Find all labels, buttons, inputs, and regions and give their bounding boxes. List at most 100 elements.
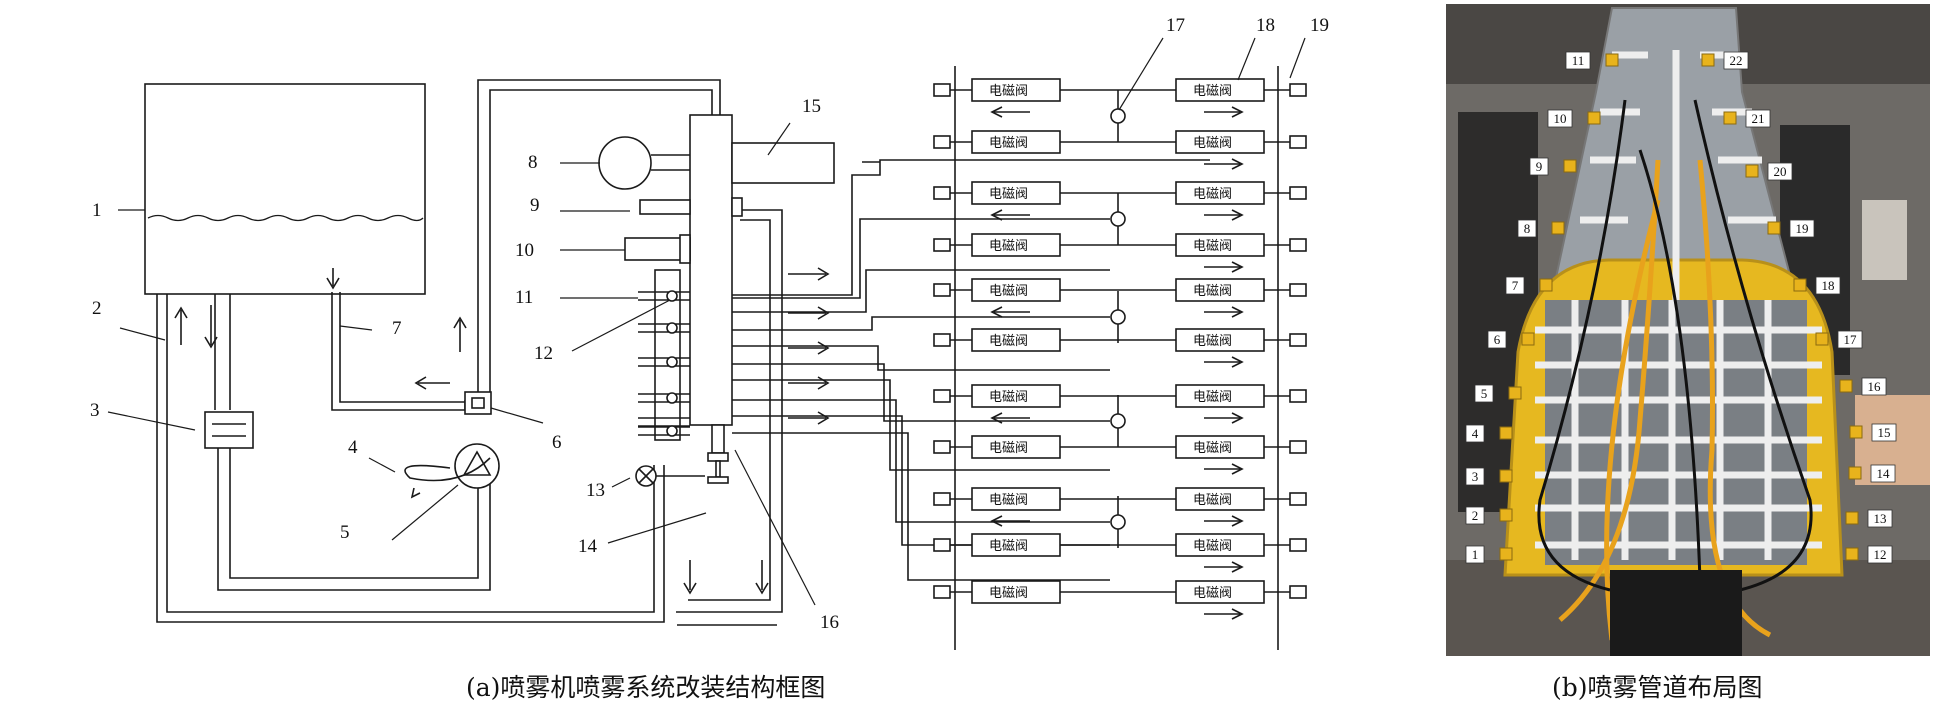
water-tank: [144, 83, 426, 295]
svg-text:8: 8: [1524, 221, 1531, 236]
callout-17: 17: [1166, 15, 1185, 36]
solenoid-valve-label: 电磁阀: [989, 334, 1028, 349]
flow-arrows-right: [788, 267, 830, 425]
nozzle-label-8: 8: [1517, 219, 1537, 238]
solenoid-valve-label: 电磁阀: [1193, 390, 1232, 405]
valve-6: [464, 391, 492, 415]
nozzle-label-18: 18: [1815, 276, 1841, 295]
callout-5: 5: [340, 522, 350, 543]
callout-2: 2: [92, 298, 102, 319]
nozzle-label-21: 21: [1745, 109, 1771, 128]
svg-text:18: 18: [1822, 278, 1835, 293]
solenoid-valve-label: 电磁阀: [1193, 187, 1232, 202]
nozzle-label-13: 13: [1867, 509, 1893, 528]
svg-text:17: 17: [1844, 332, 1858, 347]
solenoid-valve-label: 电磁阀: [1193, 493, 1232, 508]
black-cables: [1537, 99, 1813, 592]
filter-3: [204, 411, 254, 449]
solenoid-valve-label: 电磁阀: [989, 493, 1028, 508]
white-pipe-grid: [1535, 50, 1822, 560]
svg-text:6: 6: [1494, 332, 1501, 347]
svg-text:1: 1: [1472, 547, 1479, 562]
nozzle-label-22: 22: [1723, 51, 1749, 70]
callout-13: 13: [586, 480, 605, 501]
solenoid-valve-label: 电磁阀: [1193, 284, 1232, 299]
solenoid-valve-label: 电磁阀: [989, 136, 1028, 151]
pipe-network: [156, 79, 783, 626]
solenoid-valve-label: 电磁阀: [1193, 84, 1232, 99]
svg-text:15: 15: [1878, 425, 1891, 440]
solenoid-valve-label: 电磁阀: [989, 284, 1028, 299]
callout-19: 19: [1310, 15, 1329, 36]
callout-6: 6: [552, 432, 562, 453]
nozzle-label-16: 16: [1861, 377, 1887, 396]
nozzle-label-19: 19: [1789, 219, 1815, 238]
svg-text:21: 21: [1752, 111, 1765, 126]
nozzle-label-12: 12: [1867, 545, 1893, 564]
solenoid-valve-label: 电磁阀: [989, 441, 1028, 456]
solenoid-valve-label: 电磁阀: [1193, 539, 1232, 554]
solenoid-valve-label: 电磁阀: [1193, 334, 1232, 349]
callout-3: 3: [90, 400, 100, 421]
svg-text:4: 4: [1472, 426, 1479, 441]
callout-10: 10: [515, 240, 534, 261]
pump-4: [404, 443, 500, 499]
svg-text:19: 19: [1796, 221, 1809, 236]
nozzle-label-7: 7: [1505, 276, 1525, 295]
svg-text:9: 9: [1536, 159, 1543, 174]
nozzle-label-11: 11: [1565, 51, 1591, 70]
callout-16: 16: [820, 612, 839, 633]
callout-8: 8: [528, 152, 538, 173]
nozzle-label-6: 6: [1487, 330, 1507, 349]
svg-text:13: 13: [1874, 511, 1887, 526]
nozzle-label-20: 20: [1767, 162, 1793, 181]
nozzle-label-4: 4: [1465, 424, 1485, 443]
nozzle-label-5: 5: [1474, 384, 1494, 403]
svg-text:22: 22: [1730, 53, 1743, 68]
diagram-panel-a: 电磁阀电磁阀电磁阀电磁阀电磁阀电磁阀电磁阀电磁阀电磁阀电磁阀电磁阀电磁阀电磁阀电…: [107, 37, 1307, 650]
svg-text:5: 5: [1481, 386, 1488, 401]
callout-11: 11: [515, 287, 533, 308]
nozzle-label-2: 2: [1465, 506, 1485, 525]
callout-leaders: [107, 37, 1306, 606]
solenoid-valve-label: 电磁阀: [989, 390, 1028, 405]
main-feed-lines: [732, 159, 1210, 296]
nozzle-label-9: 9: [1529, 157, 1549, 176]
solenoid-valve-label: 电磁阀: [989, 586, 1028, 601]
callout-1: 1: [92, 200, 102, 221]
solenoid-valve-label: 电磁阀: [1193, 136, 1232, 151]
nozzle-stubs: [638, 290, 690, 437]
callout-12: 12: [534, 343, 553, 364]
solenoid-valve-label: 电磁阀: [989, 239, 1028, 254]
callout-18: 18: [1256, 15, 1275, 36]
solenoid-valve-label: 电磁阀: [989, 539, 1028, 554]
svg-text:3: 3: [1472, 469, 1479, 484]
svg-text:12: 12: [1874, 547, 1887, 562]
svg-text:2: 2: [1472, 508, 1479, 523]
svg-text:7: 7: [1512, 278, 1519, 293]
svg-text:11: 11: [1572, 53, 1585, 68]
flow-arrows-left: [174, 268, 769, 595]
solenoid-valve-label: 电磁阀: [1193, 239, 1232, 254]
callout-7: 7: [392, 318, 402, 339]
svg-text:16: 16: [1868, 379, 1882, 394]
solenoid-valve-label: 电磁阀: [1193, 586, 1232, 601]
callout-4: 4: [348, 437, 358, 458]
panel-b-caption: (b)喷雾管道布局图: [1552, 673, 1763, 702]
nozzle-label-17: 17: [1837, 330, 1863, 349]
solenoid-valve-label: 电磁阀: [1193, 441, 1232, 456]
svg-text:20: 20: [1774, 164, 1787, 179]
manifold-main: [598, 114, 835, 487]
callout-9: 9: [530, 195, 540, 216]
callout-15: 15: [802, 96, 821, 117]
nozzle-label-15: 15: [1871, 423, 1897, 442]
solenoid-valve-label: 电磁阀: [989, 84, 1028, 99]
svg-text:14: 14: [1877, 466, 1891, 481]
solenoid-valve-bank: 电磁阀电磁阀电磁阀电磁阀电磁阀电磁阀电磁阀电磁阀电磁阀电磁阀电磁阀电磁阀电磁阀电…: [933, 66, 1307, 650]
nozzle-label-10: 10: [1547, 109, 1573, 128]
panel-a-caption: (a)喷雾机喷雾系统改装结构框图: [466, 673, 825, 702]
